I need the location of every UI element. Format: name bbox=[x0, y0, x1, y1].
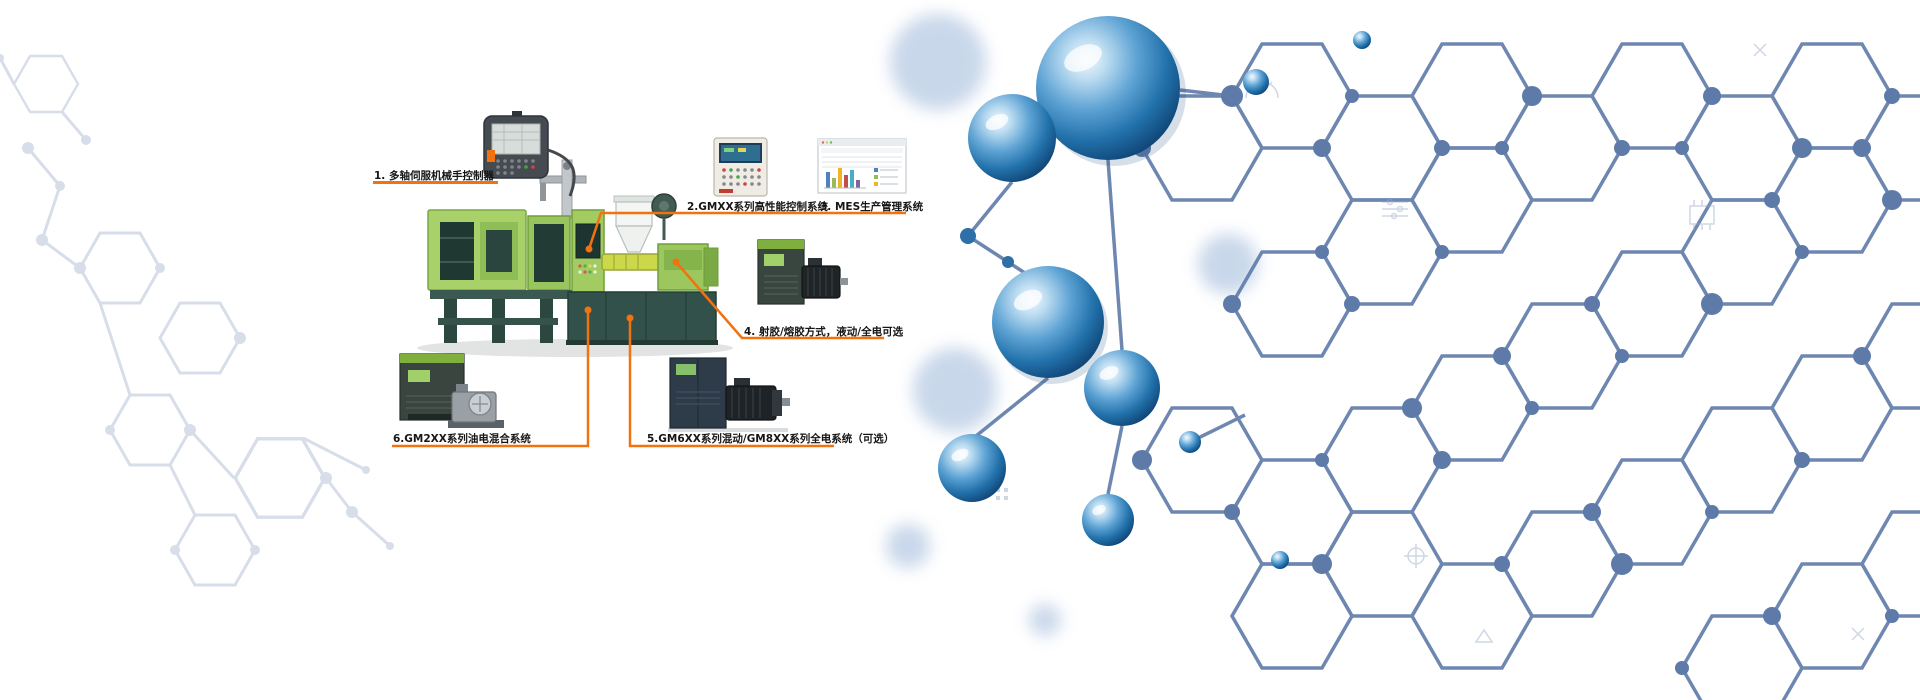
callout-label-1: 1. 多轴伺服机械手控制器 bbox=[374, 170, 494, 182]
callout-label-4: 4. 射胶/熔胶方式，液动/全电可选 bbox=[744, 326, 904, 338]
cross-mark-icon bbox=[1753, 43, 1865, 641]
crosshair-icon bbox=[1404, 544, 1428, 568]
electric-system-image bbox=[668, 357, 790, 432]
mes-screen-image bbox=[817, 138, 907, 194]
blurred-spheres bbox=[886, 14, 1258, 636]
mes-bar-chart bbox=[824, 168, 866, 189]
molecule-nodes-right bbox=[960, 85, 1902, 675]
dotted-grid-icon bbox=[996, 488, 1008, 500]
callout-label-5: 5.GM6XX系列混动/GM8XX系列全电系统（可选） bbox=[647, 433, 895, 445]
control-panel-image bbox=[713, 137, 768, 197]
callout-label-2: 2.GMXX系列高性能控制系统 bbox=[687, 201, 829, 213]
cabinet-buttons bbox=[578, 264, 597, 274]
callout-line-5 bbox=[628, 318, 834, 448]
callout-line-6 bbox=[392, 310, 590, 448]
callout-dots bbox=[584, 245, 680, 322]
mes-legend bbox=[874, 168, 898, 186]
molecule-nodes-left bbox=[0, 54, 394, 555]
callout-label-6: 6.GM2XX系列油电混合系统 bbox=[393, 433, 531, 445]
chip-icon bbox=[1689, 200, 1715, 230]
molecule-network-left bbox=[0, 54, 394, 587]
callout-line-2-3 bbox=[587, 211, 906, 250]
callout-label-3: 3. MES生产管理系统 bbox=[820, 201, 924, 213]
handheld-controller-image bbox=[483, 111, 576, 197]
servo-drive-motor-image bbox=[757, 239, 848, 305]
pendant-cable bbox=[547, 148, 576, 197]
triangle-icon bbox=[1474, 628, 1494, 643]
sliders-icon bbox=[1382, 198, 1408, 220]
injection-molding-machine bbox=[427, 193, 719, 345]
callout-line-4 bbox=[675, 261, 884, 340]
hybrid-drive-image bbox=[399, 353, 504, 428]
callout-lines bbox=[392, 211, 906, 448]
molecule-network-right bbox=[966, 42, 1920, 700]
callout-underline-1 bbox=[373, 181, 498, 184]
glossy-spheres bbox=[938, 16, 1371, 569]
